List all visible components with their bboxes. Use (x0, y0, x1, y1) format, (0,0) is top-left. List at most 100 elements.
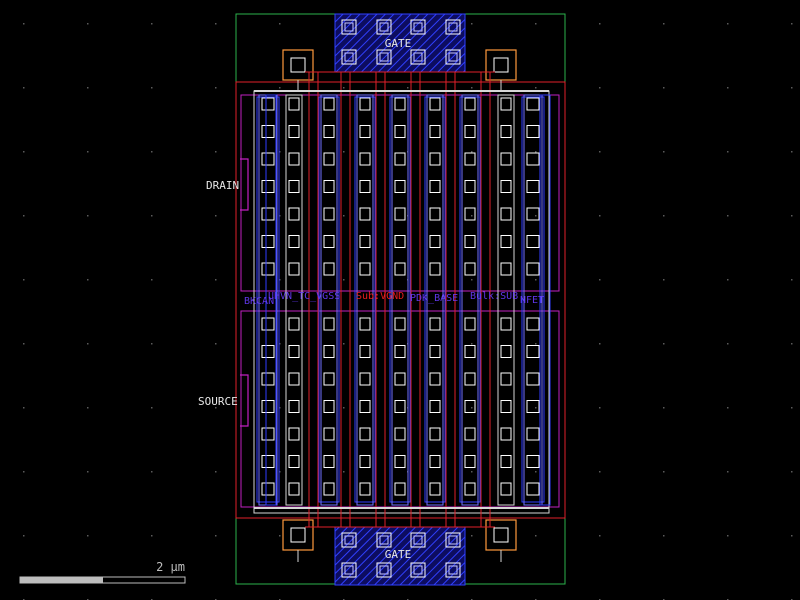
contact-column (424, 94, 446, 506)
contact (429, 345, 441, 358)
svg-text:PDK_BASE: PDK_BASE (410, 293, 458, 304)
contact (288, 207, 300, 221)
contact (526, 482, 540, 496)
gate-label-bottom: GATE (385, 548, 412, 561)
contact (288, 235, 300, 248)
contact (288, 125, 300, 138)
source-pin[interactable]: SOURCE (198, 374, 249, 427)
contact (464, 180, 476, 193)
gate-contact (341, 19, 357, 35)
diffusion-stripe (523, 94, 543, 506)
contact (261, 427, 275, 441)
gate-contact-inner (379, 52, 389, 62)
contact (261, 372, 275, 386)
contact (500, 125, 512, 138)
contact (464, 372, 476, 386)
contact-column (354, 94, 376, 506)
contact (288, 427, 300, 441)
contact (359, 482, 371, 496)
contact (359, 400, 371, 413)
contact (261, 235, 275, 248)
contact (359, 125, 371, 138)
gate-contact-inner (379, 535, 389, 545)
contact (323, 455, 335, 468)
diffusion-stripe (497, 94, 515, 506)
metal1-stripe (521, 96, 545, 503)
gate-pad-top[interactable]: GATE (334, 13, 466, 73)
contact (464, 345, 476, 358)
gate-contact-inner (344, 535, 354, 545)
contact (323, 125, 335, 138)
contact (464, 97, 476, 111)
contact (261, 400, 275, 413)
metal1-stripe (256, 96, 280, 503)
contact (394, 482, 406, 496)
contact (464, 125, 476, 138)
gate-contact (376, 532, 392, 548)
gate-contact-inner (448, 535, 458, 545)
contact (500, 482, 512, 496)
contact (429, 235, 441, 248)
contact (359, 235, 371, 248)
contact (394, 455, 406, 468)
gate-contact-inner (413, 535, 423, 545)
gate-contact (376, 19, 392, 35)
gate-contact-inner (344, 22, 354, 32)
contact (323, 400, 335, 413)
contact (526, 400, 540, 413)
contact (429, 400, 441, 413)
contact (261, 152, 275, 166)
gate-pad-bottom[interactable]: GATE (334, 526, 466, 586)
contact (464, 317, 476, 331)
metal1-stripe (459, 96, 481, 503)
contact (288, 180, 300, 193)
contact (359, 345, 371, 358)
contact (500, 207, 512, 221)
contact (464, 427, 476, 441)
contact (526, 235, 540, 248)
contact (429, 207, 441, 221)
gate-contact-inner (448, 565, 458, 575)
diffusion-stripe (426, 94, 444, 506)
contact (288, 152, 300, 166)
gate-contact-inner (413, 52, 423, 62)
contact (429, 125, 441, 138)
contact (429, 427, 441, 441)
diffusion-stripe (285, 94, 303, 506)
contact (526, 345, 540, 358)
contact (500, 262, 512, 276)
contact (323, 180, 335, 193)
right-rail (539, 94, 551, 506)
contact (429, 97, 441, 111)
contact-column (497, 94, 515, 506)
contact (526, 427, 540, 441)
contact (526, 207, 540, 221)
contact (288, 317, 300, 331)
contact (359, 427, 371, 441)
drain-pin[interactable]: DRAIN (206, 158, 249, 211)
scale-label: 2 µm (156, 560, 185, 574)
contact (323, 235, 335, 248)
contact (359, 180, 371, 193)
gate-contact (445, 562, 461, 578)
diffusion-stripe (391, 94, 409, 506)
contact (429, 317, 441, 331)
contact (394, 427, 406, 441)
contact (261, 262, 275, 276)
contact (500, 317, 512, 331)
contact (359, 207, 371, 221)
contact (429, 455, 441, 468)
contact (526, 152, 540, 166)
contact (288, 372, 300, 386)
contact (359, 317, 371, 331)
contact (261, 455, 275, 468)
contact (429, 372, 441, 386)
contact (500, 455, 512, 468)
gate-contact (445, 49, 461, 65)
contact (261, 482, 275, 496)
corner-vias (282, 49, 517, 562)
metal1-stripe (354, 96, 376, 503)
contact (526, 125, 540, 138)
